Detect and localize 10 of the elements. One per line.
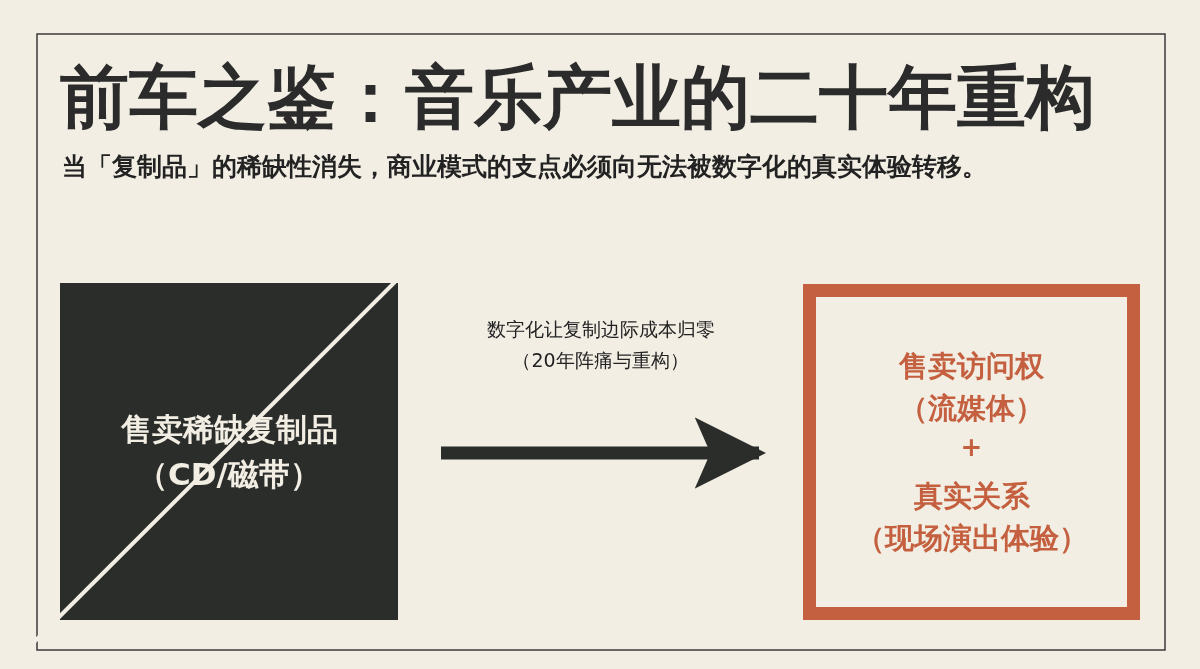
- arrow: [441, 417, 767, 489]
- box-text: 售卖访问权: [899, 348, 1044, 386]
- box-text: 真实关系: [913, 477, 1030, 515]
- title: 前车之鉴：音乐产业的二十年重构: [60, 56, 1095, 139]
- outlined-box: [803, 284, 1140, 620]
- box-text: （流媒体）: [899, 390, 1044, 428]
- dark-box: [60, 283, 398, 620]
- subtitle: 当「复制品」的稀缺性消失，商业模式的支点必须向无法被数字化的真实体验转移。: [62, 151, 987, 183]
- box-text: （现场演出体验）: [855, 519, 1088, 557]
- box-text: +: [960, 431, 983, 465]
